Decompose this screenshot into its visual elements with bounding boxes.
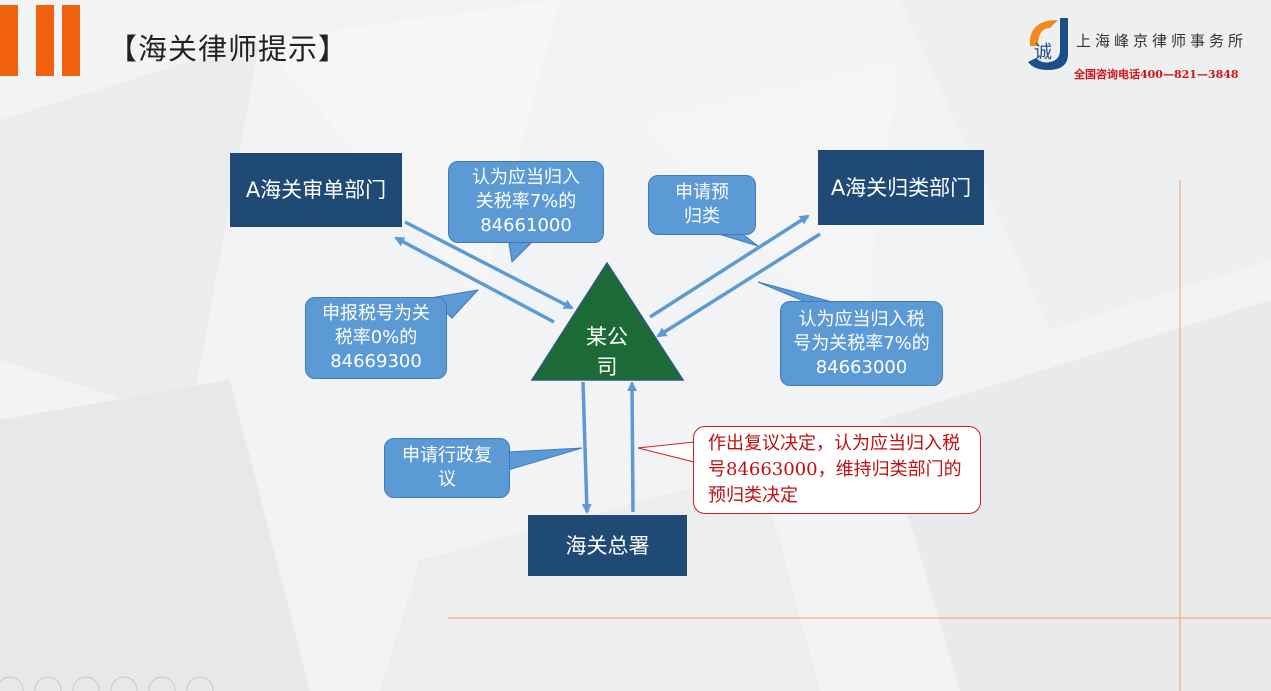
callout-declare: 申报税号为关税率0%的84669300 xyxy=(305,297,447,379)
callout-class-view: 认为应当归入税号为关税率7%的84663000 xyxy=(780,301,943,386)
callout-apply-preclass: 申请预归类 xyxy=(648,175,756,235)
accent-bar-1 xyxy=(0,5,18,76)
firm-name: 上海峰京律师事务所 xyxy=(1076,32,1248,50)
callout-admin-review: 申请行政复议 xyxy=(384,438,510,498)
page-title: 【海关律师提示】 xyxy=(108,32,349,66)
node-review-dept: A海关审单部门 xyxy=(230,153,402,227)
node-gacc: 海关总署 xyxy=(528,515,687,576)
firm-logo: 诚 上海峰京律师事务所 全国咨询电话400—821—3848 xyxy=(1020,16,1260,86)
accent-bar-3 xyxy=(62,5,80,76)
firm-phone: 全国咨询电话400—821—3848 xyxy=(1074,68,1239,81)
callout-review-view: 认为应当归入关税率7%的84661000 xyxy=(448,161,604,243)
node-company: 某公司 xyxy=(586,325,628,379)
callout-decision: 作出复议决定，认为应当归入税号84663000，维持归类部门的预归类决定 xyxy=(693,426,981,514)
accent-bar-2 xyxy=(36,5,54,76)
logo-badge-char: 诚 xyxy=(1034,42,1052,63)
node-classification-dept: A海关归类部门 xyxy=(818,150,984,225)
logo-mark-icon: 诚 xyxy=(1028,18,1068,70)
